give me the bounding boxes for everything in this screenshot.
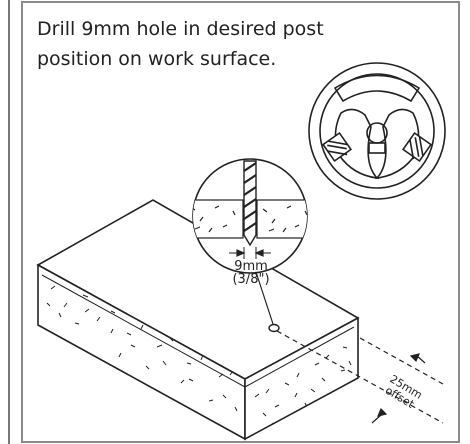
- left-divider: [0, 0, 10, 444]
- drill-hole: [268, 323, 280, 333]
- offset-guide-lines: [276, 330, 444, 424]
- offset-dimension-arrows: [371, 353, 426, 424]
- instruction-line-1: Drill 9mm hole in desired post: [37, 18, 324, 40]
- instruction-text: Drill 9mm hole in desired post position …: [37, 14, 367, 74]
- work-surface-front: [244, 316, 359, 441]
- instruction-line-2: position on work surface.: [37, 48, 277, 70]
- adhesive-pad-left: [321, 131, 353, 163]
- particle-texture-side: [46, 285, 238, 412]
- post-base-top-view: [308, 62, 446, 200]
- instruction-panel: Drill 9mm hole in desired post position …: [21, 1, 460, 443]
- drill-callout: 9mm (3/8"): [192, 158, 308, 287]
- drilling-illustration: 25mm offset 9m: [36, 62, 446, 441]
- adhesive-pad-right: [401, 131, 433, 163]
- offset-label: 25mm offset: [381, 372, 427, 413]
- hole-size-mm: 9mm: [234, 259, 268, 274]
- hole-size-in: (3/8"): [232, 272, 269, 287]
- callout-leader: [255, 271, 274, 325]
- work-surface: [36, 199, 360, 441]
